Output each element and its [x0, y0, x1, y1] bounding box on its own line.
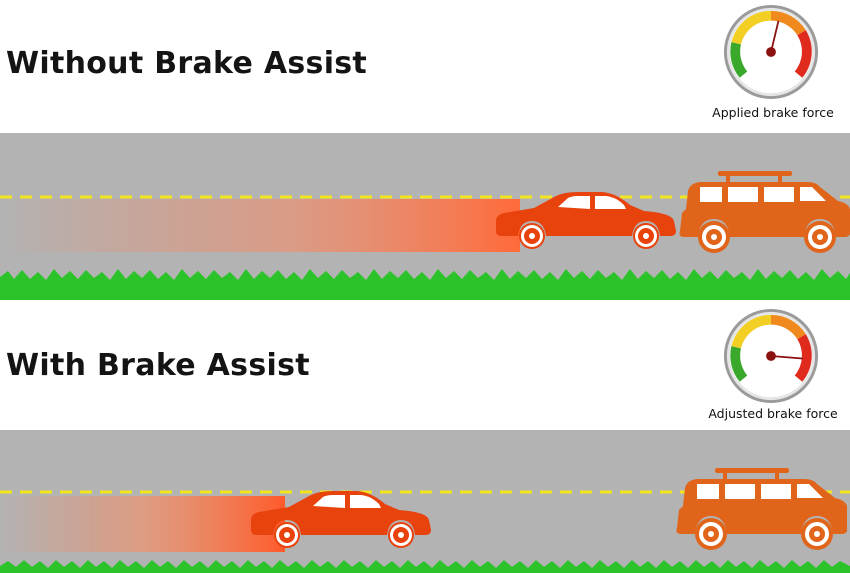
gauge-caption-adjusted: Adjusted brake force — [708, 406, 838, 421]
speedometer-gauge-icon — [722, 3, 820, 101]
road-scene-without — [0, 133, 850, 300]
suv-icon — [676, 468, 847, 550]
speedometer-gauge-icon — [722, 307, 820, 405]
gauge-caption-applied: Applied brake force — [712, 105, 834, 120]
gauge-needle — [770, 20, 780, 53]
heading-with-brake-assist: With Brake Assist — [6, 348, 310, 383]
grass-strip — [0, 560, 850, 573]
heading-without-brake-assist: Without Brake Assist — [6, 46, 368, 81]
panel-with-brake-assist: With Brake Assist Adjusted brake force — [0, 302, 850, 573]
braking-trail — [0, 199, 520, 252]
grass-strip — [0, 269, 850, 300]
braking-trail — [0, 496, 285, 552]
gauge-needle — [770, 355, 804, 360]
car-icon — [496, 192, 676, 249]
panel-without-brake-assist: Without Brake Assist Applied brake force — [0, 3, 850, 300]
suv-icon — [679, 171, 850, 253]
road-scene-with — [0, 430, 850, 573]
car-icon — [251, 491, 431, 548]
